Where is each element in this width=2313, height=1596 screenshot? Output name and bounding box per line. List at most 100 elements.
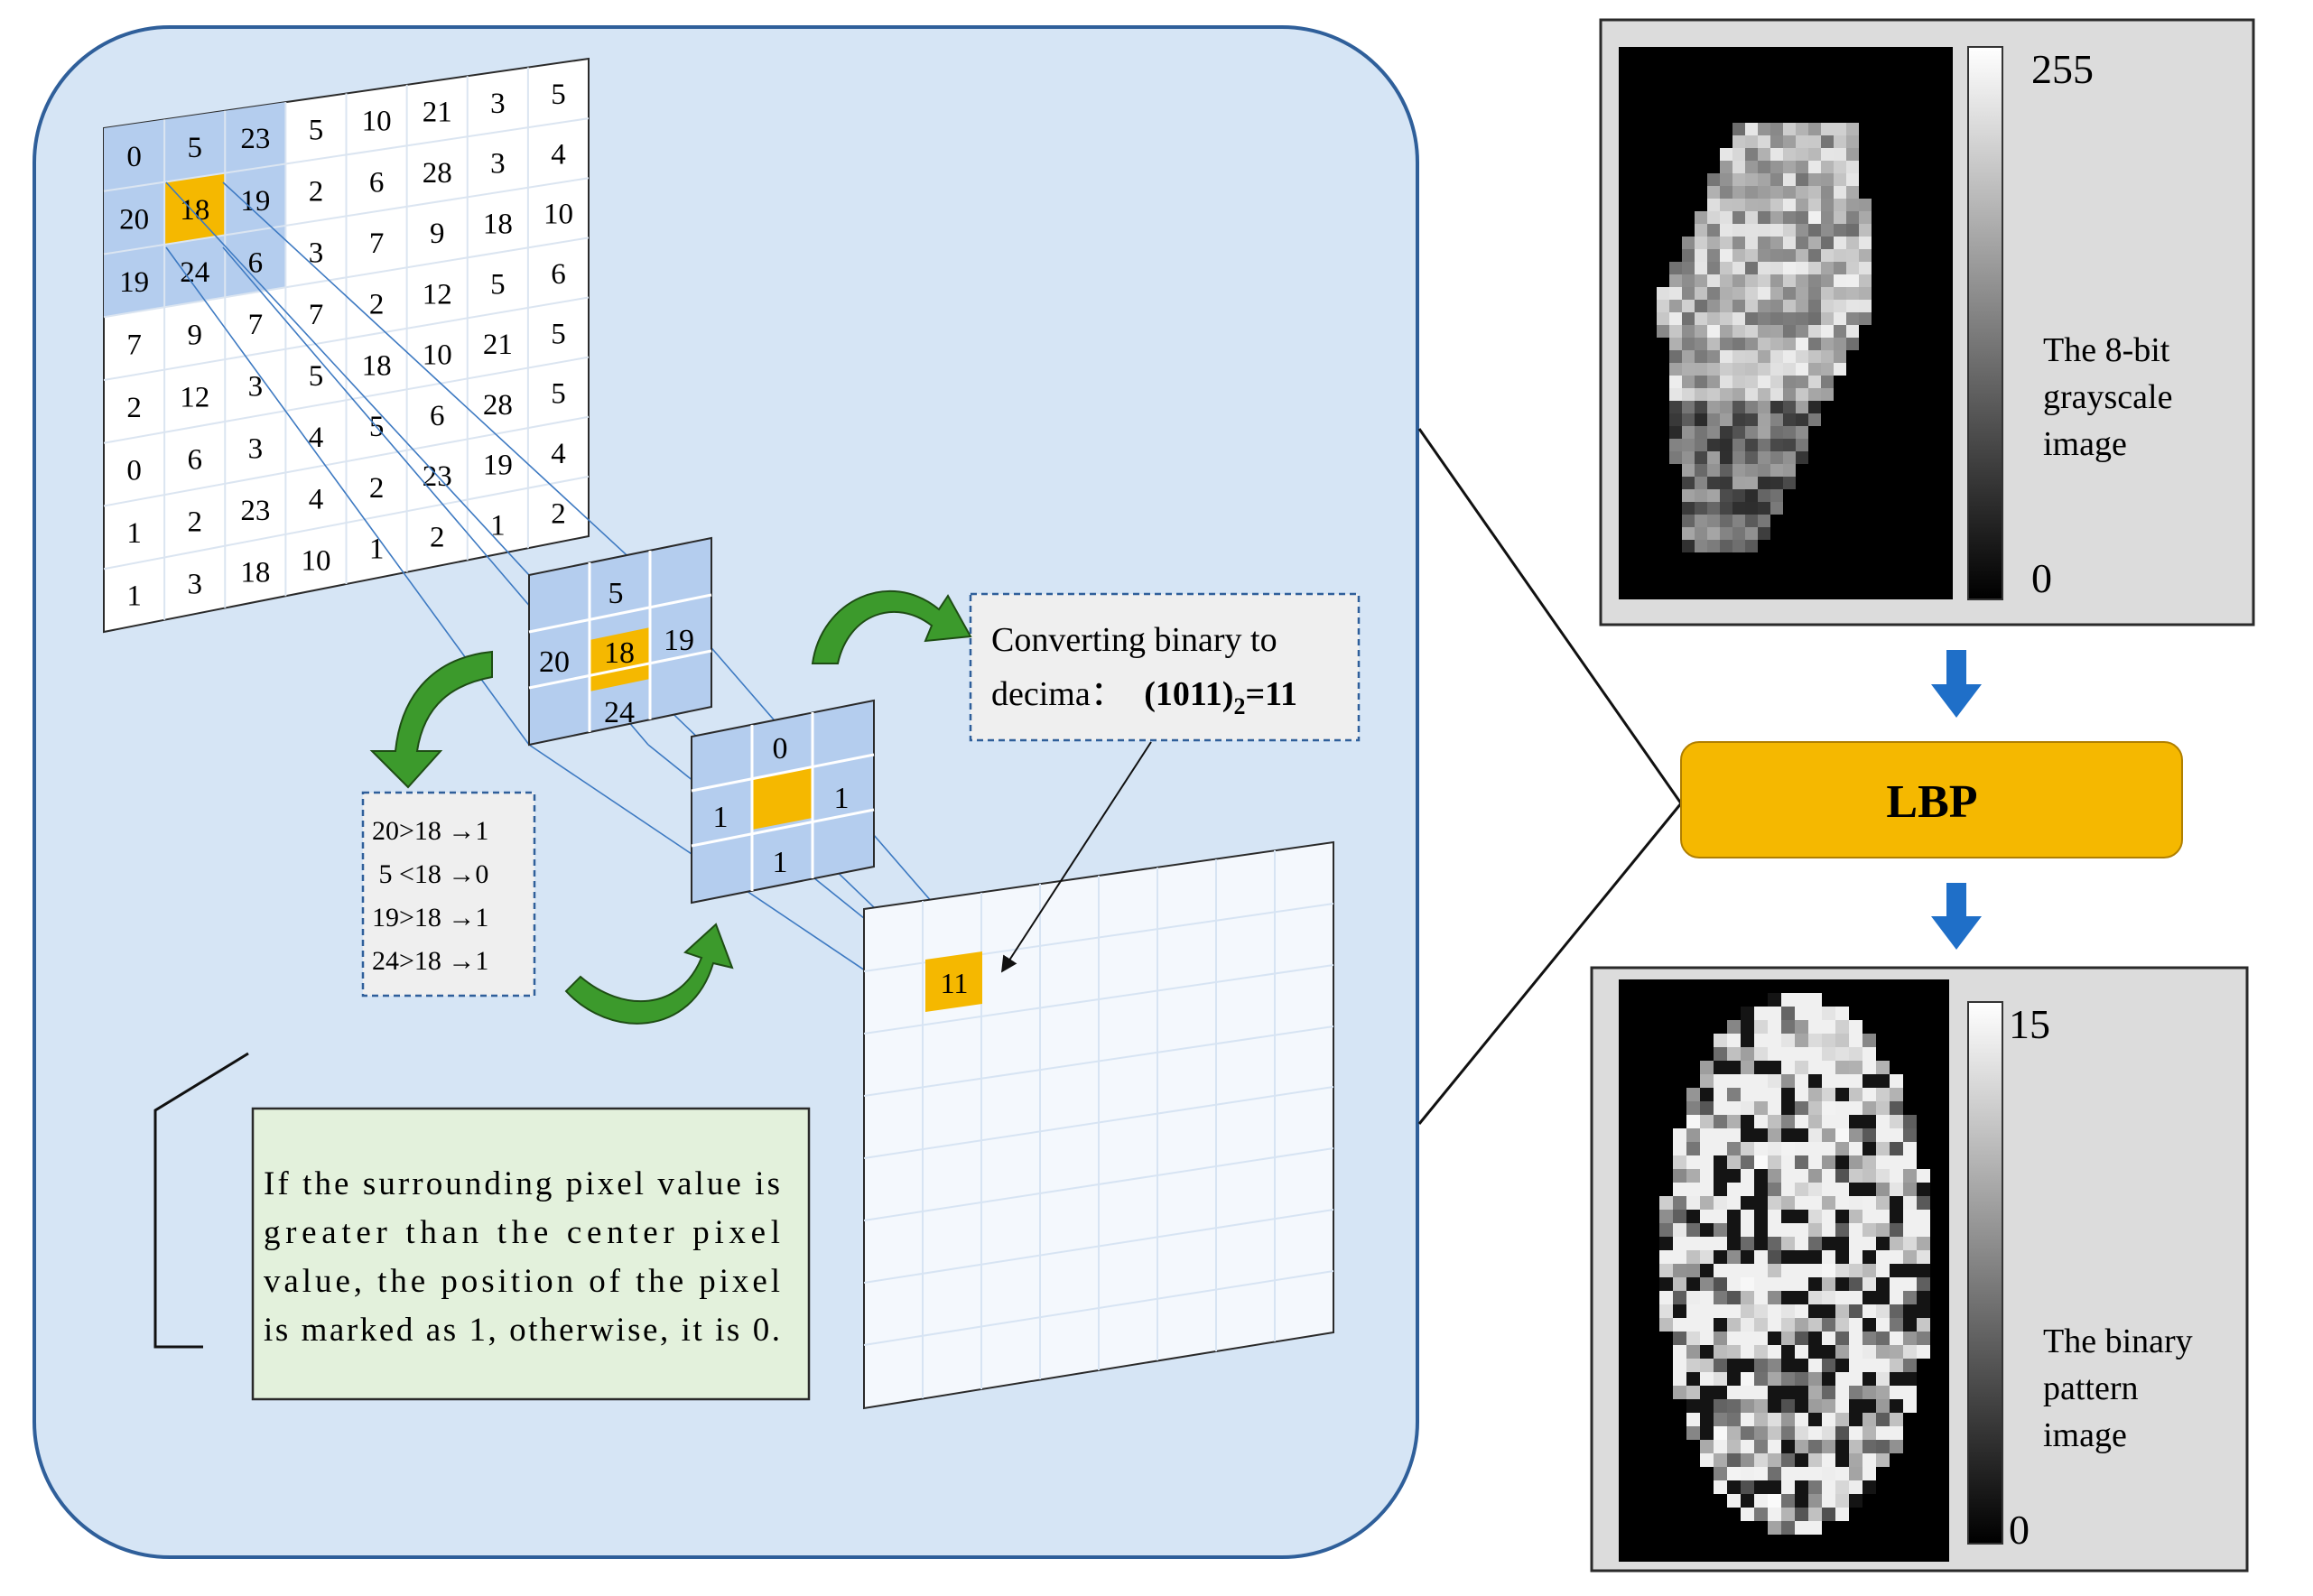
green-flow-arrows [369,590,972,1025]
neighbor-bottom: 24 [604,696,635,729]
matrix-cell: 2 [369,472,385,505]
matrix-cell: 28 [483,389,513,422]
rule-line-2: greater than the center pixel [264,1214,780,1251]
curved-arrow-icon-3 [811,590,972,664]
lbp-label: LBP [1886,776,1977,828]
matrix-cell: 4 [551,138,566,171]
matrix-cell: 19 [119,266,149,299]
rule-line-4: is marked as 1, otherwise, it is 0. [264,1312,780,1349]
curved-arrow-icon-1 [369,650,493,789]
conversion-prefix: decima： [991,675,1125,713]
matrix-cell: 3 [490,148,506,181]
conversion-box: Converting binary to decima： (1011)2=11 [969,592,1361,742]
comparison-1: 20>18 →1 [372,816,488,846]
binary-pattern-panel: 15 The binary pattern image 0 [1590,966,2249,1573]
conversion-line2: decima： (1011)2=11 [991,675,1297,719]
matrix-cell: 5 [551,79,566,111]
matrix-cell: 2 [430,521,445,553]
matrix-cell: 28 [423,157,452,190]
matrix-cell: 5 [309,114,324,146]
matrix-cell: 18 [362,349,392,382]
matrix-cell: 3 [490,88,506,120]
matrix-cell: 6 [369,166,385,199]
matrix-cell: 10 [362,106,392,138]
matrix-cell: 18 [180,194,209,227]
matrix-cell: 3 [187,569,202,601]
binary-top: 0 [773,732,788,766]
matrix-cell: 19 [483,450,513,482]
binary-caption-3: image [2043,1416,2127,1454]
output-grid: 11 [863,840,1334,1410]
grayscale-min-label: 0 [2031,555,2052,601]
matrix-cell: 2 [126,392,142,424]
matrix-cell: 1 [490,509,506,542]
matrix-cell: 0 [126,141,142,173]
matrix-cell: 1 [126,580,142,613]
neighborhood-grid: 5 20 18 19 24 [528,536,712,747]
matrix-cell: 5 [490,268,506,301]
grayscale-max-label: 255 [2031,46,2094,92]
conversion-result: =11 [1245,675,1297,713]
matrix-cell: 6 [248,246,264,279]
matrix-cell: 0 [126,455,142,487]
matrix-cell: 1 [369,534,385,566]
matrix-cell: 10 [301,545,330,578]
matrix-cell: 18 [240,557,270,589]
matrix-cell: 3 [248,371,264,404]
matrix-cell: 21 [483,329,513,361]
binary-max-label: 15 [2009,1001,2050,1047]
matrix-cell: 4 [309,422,324,454]
binary-bottom: 1 [773,846,788,879]
matrix-cell: 4 [551,438,566,470]
curved-arrow-icon-2 [564,923,734,1025]
matrix-cell: 9 [187,319,202,351]
matrix-cell: 1 [126,517,142,550]
comparison-3: 19>18 →1 [372,903,488,933]
matrix-cell: 12 [423,278,452,311]
comparison-box: 20>18 →1 5 <18 →0 19>18 →1 24>18 →1 [361,791,536,998]
neighbor-left: 20 [539,645,570,679]
binary-min-label: 0 [2009,1507,2030,1553]
matrix-cell: 6 [551,258,566,291]
matrix-cell: 6 [430,400,445,432]
conversion-binary: (1011) [1144,675,1233,713]
matrix-cell: 7 [126,329,142,362]
matrix-cell: 10 [543,199,573,231]
matrix-cell: 6 [187,443,202,476]
matrix-cell: 4 [309,483,324,515]
binary-left: 1 [713,801,729,834]
matrix-cell: 5 [187,132,202,164]
connector-lines [1417,428,1683,1125]
down-arrow-icon-1 [1931,650,1982,718]
matrix-cell: 20 [119,203,149,236]
matrix-cell: 5 [309,360,324,393]
comparison-4: 24>18 →1 [372,946,488,976]
neighbor-right: 19 [664,624,694,657]
matrix-cell: 23 [240,123,270,155]
matrix-cell: 7 [369,227,385,260]
binary-caption-1: The binary [2043,1322,2193,1360]
conversion-subscript: 2 [1233,693,1245,719]
blue-down-arrows [1931,650,1982,950]
grayscale-panel: 255 The 8-bit grayscale image 0 [1599,18,2255,626]
matrix-cell: 5 [551,378,566,411]
matrix-cell: 21 [423,97,452,129]
matrix-cell: 23 [240,495,270,527]
binary-mosaic [1659,993,1930,1535]
matrix-cell: 7 [309,299,324,331]
matrix-cell: 2 [187,506,202,539]
grayscale-caption-3: image [2043,425,2127,463]
rule-line-1: If the surrounding pixel value is [264,1165,780,1202]
grayscale-caption-1: The 8-bit [2043,331,2170,369]
binary-right: 1 [834,782,850,815]
matrix-cell: 23 [423,460,452,493]
matrix-cell: 2 [369,289,385,321]
lbp-box: LBP [1680,741,2183,858]
matrix-cell: 3 [248,432,264,465]
binary-colorbar [1967,1001,2003,1545]
matrix-cell: 5 [551,318,566,350]
rule-note: If the surrounding pixel value is greate… [251,1107,811,1401]
output-value: 11 [941,967,969,999]
